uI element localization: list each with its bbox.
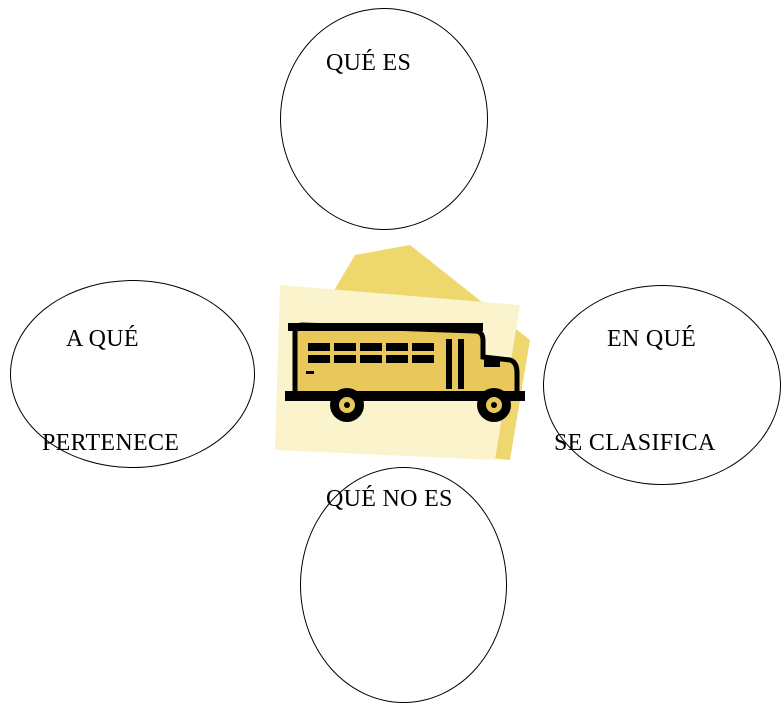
label-a-que: A QUÉ: [66, 326, 139, 352]
bubble-que-es: [280, 8, 488, 230]
bubble-a-que-pertenece: [10, 280, 255, 468]
label-pertenece: PERTENECE: [42, 430, 180, 456]
label-que-es: QUÉ ES: [326, 50, 412, 76]
label-que-no-es: QUÉ NO ES: [326, 486, 453, 512]
label-se-clasifica: SE CLASIFICA: [554, 430, 716, 456]
school-bus-icon: [275, 245, 530, 460]
label-en-que: EN QUÉ: [607, 326, 697, 352]
